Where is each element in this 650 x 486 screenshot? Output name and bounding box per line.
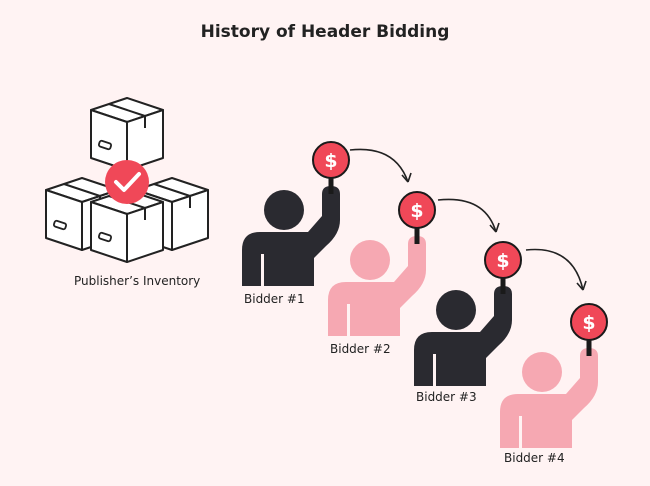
- paddle-stick: [500, 276, 506, 294]
- dollar-sign: $: [582, 312, 595, 334]
- bidder-label-1: Bidder #1: [244, 292, 305, 306]
- flow-arrow-1-2: [349, 148, 409, 183]
- bidders-layer: $ $ $ $: [242, 141, 608, 448]
- bidder-arm-gap: [347, 304, 350, 336]
- paddle-stick: [414, 226, 420, 244]
- flow-arrow-2-3: [437, 198, 497, 233]
- bidder-label-2: Bidder #2: [330, 342, 391, 356]
- stacked-boxes-icon: [45, 97, 209, 263]
- bidder-body: [414, 286, 512, 386]
- bidder-figure-2: $: [328, 191, 436, 336]
- bidder-arm-gap: [519, 416, 522, 448]
- flow-arrow-2-3-head: [489, 222, 500, 233]
- dollar-sign: $: [324, 150, 337, 172]
- bid-paddle-icon: [484, 241, 522, 279]
- dollar-sign: $: [410, 200, 423, 222]
- check-badge-icon: [105, 160, 149, 204]
- inventory-label: Publisher’s Inventory: [74, 274, 201, 288]
- bidder-body: [500, 348, 598, 448]
- bidder-arm-gap: [433, 354, 436, 386]
- bid-paddle-icon: [398, 191, 436, 229]
- flow-arrow-3-4-head: [576, 280, 587, 291]
- bidder-label-4: Bidder #4: [504, 451, 565, 465]
- flow-arrow-1-2-head: [401, 172, 412, 183]
- bidder-body: [328, 236, 426, 336]
- bidder-body: [242, 186, 340, 286]
- bidder-figure-1: $: [242, 141, 350, 286]
- bidder-arm-gap: [261, 254, 264, 286]
- diagram-title: History of Header Bidding: [200, 22, 450, 42]
- bidder-figure-3: $: [414, 241, 522, 386]
- paddle-stick: [328, 176, 334, 194]
- bid-paddle-icon: [570, 303, 608, 341]
- bidder-head: [350, 240, 390, 280]
- bidder-figure-4: $: [500, 303, 608, 448]
- paddle-stick: [586, 338, 592, 356]
- bid-paddle-icon: [312, 141, 350, 179]
- dollar-sign: $: [496, 250, 509, 272]
- bidder-head: [264, 190, 304, 230]
- bidder-head: [436, 290, 476, 330]
- bidder-label-3: Bidder #3: [416, 390, 477, 404]
- bid-flow-arrows: [349, 148, 587, 291]
- flow-arrow-3-4: [525, 248, 584, 291]
- bidder-head: [522, 352, 562, 392]
